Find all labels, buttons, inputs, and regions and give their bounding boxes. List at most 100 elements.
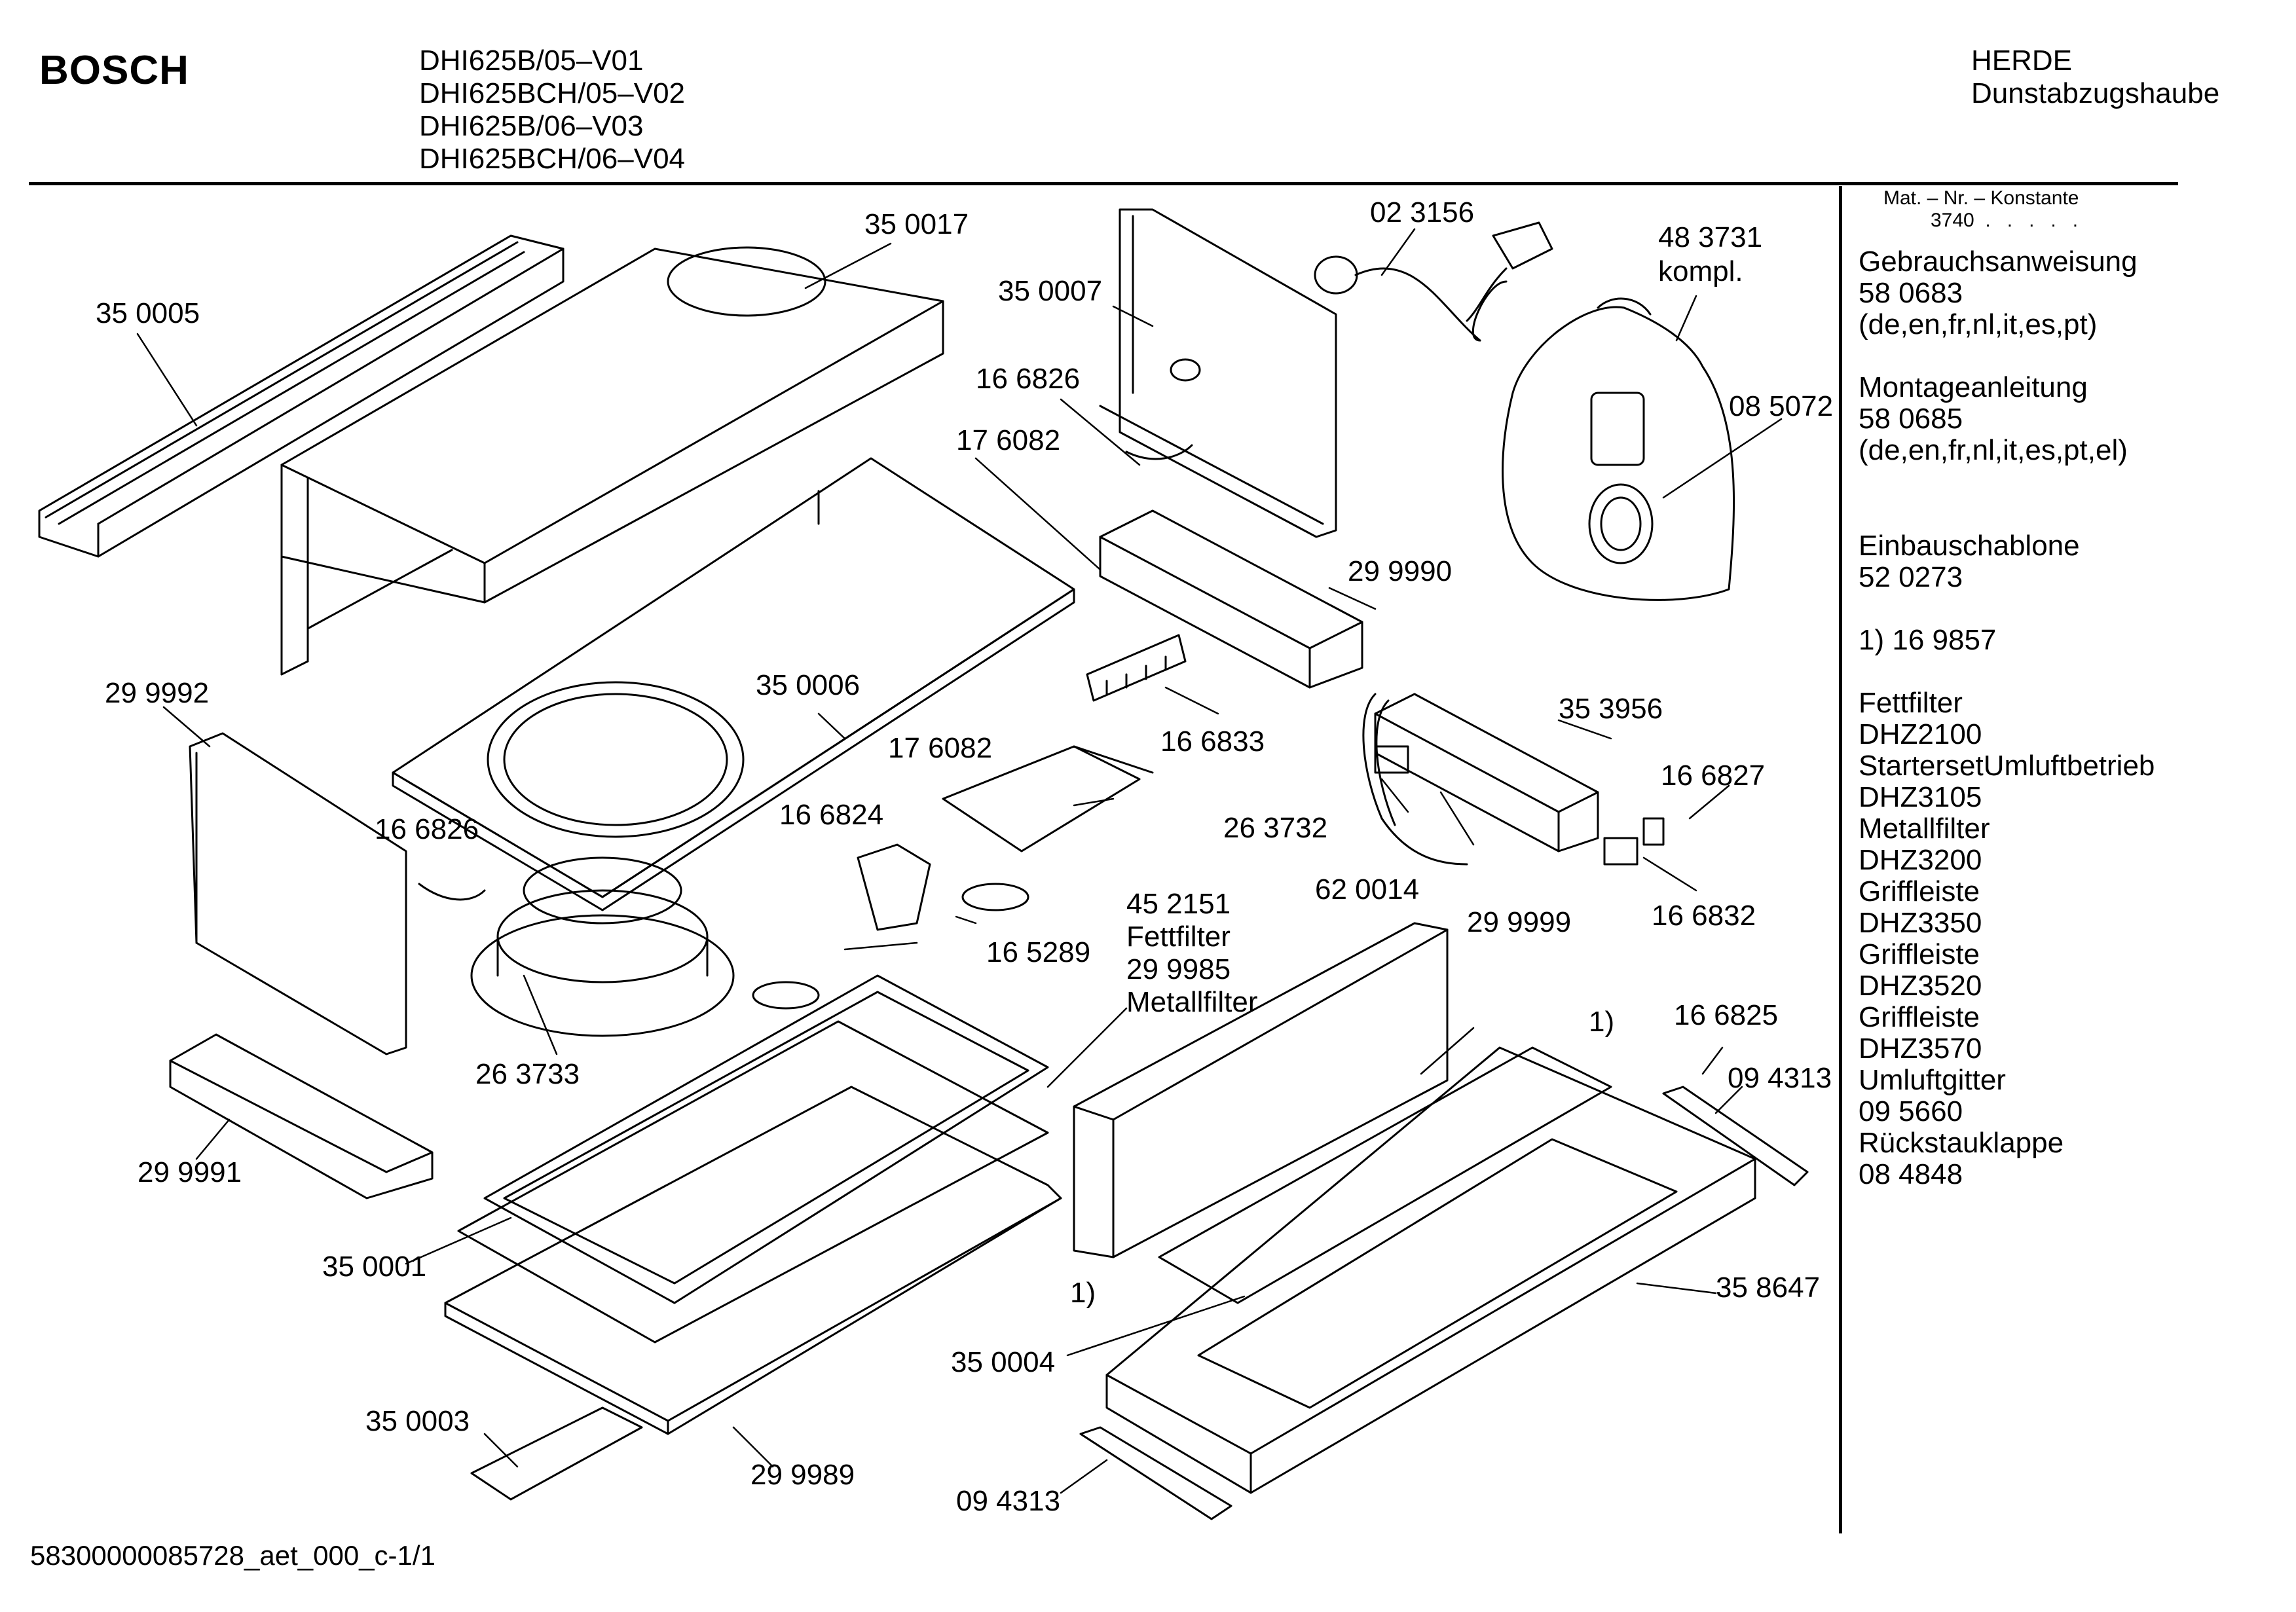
sidebar-divider bbox=[1839, 186, 1842, 1533]
accessory-item: DHZ3200 bbox=[1859, 844, 1982, 876]
part-bag-kit-483731 bbox=[1503, 299, 1734, 600]
part-label: 29 9991 bbox=[138, 1156, 242, 1188]
header-divider bbox=[29, 182, 2178, 185]
part-connector-166832 bbox=[1604, 838, 1637, 864]
doc-title: Einbauschablone bbox=[1859, 530, 2080, 562]
accessory-item: DHZ3105 bbox=[1859, 781, 1982, 813]
part-label: 16 6825 bbox=[1674, 999, 1779, 1031]
accessory-item: Griffleiste bbox=[1859, 1001, 1980, 1033]
part-label: 35 0006 bbox=[756, 669, 861, 701]
part-back-panel-350007 bbox=[1100, 210, 1336, 537]
part-label: 35 3956 bbox=[1559, 693, 1663, 725]
part-connector-166827 bbox=[1644, 818, 1663, 845]
model-number: DHI625B/05–V01 bbox=[419, 45, 644, 77]
part-label: 08 5072 bbox=[1729, 390, 1834, 422]
accessory-item: DHZ3520 bbox=[1859, 970, 1982, 1002]
part-label: 09 4313 bbox=[1728, 1062, 1832, 1094]
part-label: 35 0017 bbox=[864, 208, 969, 240]
doc-number: 52 0273 bbox=[1859, 561, 1963, 593]
doc-languages: (de,en,fr,nl,it,es,pt,el) bbox=[1859, 434, 2128, 466]
mat-nr-value: 3740 . . . . . bbox=[1931, 210, 2079, 231]
product-category: HERDE Dunstabzugshaube bbox=[1971, 45, 2219, 110]
part-filter-tray-350001 bbox=[445, 1087, 1061, 1434]
accessory-item: Griffleiste bbox=[1859, 875, 1980, 907]
model-number: DHI625BCH/06–V04 bbox=[419, 143, 686, 175]
part-label: 35 0004 bbox=[951, 1346, 1056, 1378]
part-top-cover-350017 bbox=[282, 247, 943, 674]
part-label: 16 6824 bbox=[779, 799, 884, 831]
part-frame-358647 bbox=[1107, 1048, 1755, 1493]
part-label: 35 8647 bbox=[1716, 1272, 1821, 1304]
parts-sidebar: Mat. – Nr. – Konstante 3740 . . . . . Ge… bbox=[1859, 187, 2160, 1190]
accessory-item: 09 5660 bbox=[1859, 1095, 1963, 1127]
part-grease-filter-452151 bbox=[458, 1021, 1048, 1342]
doc-title: Montageanleitung bbox=[1859, 371, 2088, 403]
part-bracket-299991 bbox=[170, 1035, 432, 1198]
part-label: kompl. bbox=[1658, 255, 1743, 287]
part-label: 48 3731 bbox=[1658, 221, 1763, 253]
part-label: 09 4313 bbox=[956, 1485, 1061, 1517]
part-label: 17 6082 bbox=[956, 424, 1061, 456]
part-hinge-094313a bbox=[1663, 1087, 1807, 1185]
part-label: 35 0001 bbox=[322, 1251, 427, 1283]
part-filter-frame-299985 bbox=[485, 976, 1048, 1303]
product-label: Dunstabzugshaube bbox=[1971, 77, 2220, 109]
part-label: 16 6833 bbox=[1160, 725, 1265, 758]
part-label: 29 9989 bbox=[750, 1459, 855, 1491]
part-label: 62 0014 bbox=[1315, 873, 1420, 906]
part-label: 35 0005 bbox=[96, 297, 200, 329]
leader-lines bbox=[138, 229, 1781, 1493]
part-bulbs-165289 bbox=[753, 884, 1028, 1008]
mat-nr-label: Mat. – Nr. – Konstante bbox=[1883, 187, 2079, 209]
doc-languages: (de,en,fr,nl,it,es,pt) bbox=[1859, 308, 2098, 340]
part-clip-166826 bbox=[419, 445, 1192, 900]
brand-logo: BOSCH bbox=[39, 48, 189, 93]
part-channel-299990 bbox=[1100, 511, 1362, 687]
part-side-panel-299992 bbox=[190, 733, 406, 1054]
part-label: 35 0007 bbox=[998, 275, 1103, 307]
doc-number: 58 0683 bbox=[1859, 277, 1963, 309]
part-label: 16 6832 bbox=[1652, 900, 1756, 932]
part-rail-350005 bbox=[39, 236, 563, 557]
accessory-item: Griffleiste bbox=[1859, 938, 1980, 970]
part-hinge-094313b bbox=[1081, 1427, 1231, 1519]
part-transformer-353956 bbox=[1363, 694, 1598, 864]
part-label: 26 3732 bbox=[1223, 812, 1328, 844]
part-label: 16 6826 bbox=[375, 813, 479, 845]
part-label: 29 9999 bbox=[1467, 906, 1572, 938]
accessory-item: 08 4848 bbox=[1859, 1158, 1963, 1190]
part-label: 16 6826 bbox=[976, 363, 1081, 395]
part-lamp-cover bbox=[943, 746, 1153, 851]
part-label: Metallfilter bbox=[1126, 986, 1258, 1018]
footnote-marker: 1) bbox=[1589, 1006, 1615, 1038]
accessory-item: DHZ3570 bbox=[1859, 1033, 1982, 1065]
footnote: 1) 16 9857 bbox=[1859, 624, 1997, 656]
accessory-item: Rückstauklappe bbox=[1859, 1127, 2064, 1159]
part-label: 29 9992 bbox=[105, 677, 210, 709]
model-list: DHI625B/05–V01 DHI625BCH/05–V02 DHI625B/… bbox=[419, 45, 685, 175]
footnote-marker: 1) bbox=[1070, 1277, 1096, 1309]
part-label: 02 3156 bbox=[1370, 196, 1475, 229]
model-number: DHI625B/06–V03 bbox=[419, 110, 644, 142]
accessory-item: Metallfilter bbox=[1859, 813, 1990, 845]
part-plug-023156 bbox=[1315, 223, 1552, 340]
category-label: HERDE bbox=[1971, 45, 2073, 77]
doc-number: 58 0685 bbox=[1859, 403, 1963, 435]
accessory-item: StartersetUmluftbetrieb bbox=[1859, 750, 2155, 782]
part-fan-motor-263733 bbox=[472, 858, 733, 1036]
part-label: 16 5289 bbox=[986, 936, 1091, 968]
part-light-lens-350003 bbox=[472, 1408, 642, 1499]
part-front-panel-299999 bbox=[1074, 923, 1447, 1257]
document-code: 58300000085728_aet_000_c-1/1 bbox=[30, 1540, 435, 1571]
part-label: 26 3733 bbox=[475, 1058, 580, 1090]
model-number: DHI625BCH/05–V02 bbox=[419, 77, 686, 109]
part-label: 16 6827 bbox=[1661, 760, 1766, 792]
accessory-item: DHZ2100 bbox=[1859, 718, 1982, 750]
accessory-item: Fettfilter bbox=[1859, 687, 1963, 719]
accessory-item: DHZ3350 bbox=[1859, 907, 1982, 939]
part-lamp-holder-166824 bbox=[858, 845, 930, 930]
part-label: 35 0003 bbox=[365, 1405, 470, 1437]
part-base-plate-350006 bbox=[393, 458, 1074, 910]
accessory-item: Umluftgitter bbox=[1859, 1064, 2006, 1096]
